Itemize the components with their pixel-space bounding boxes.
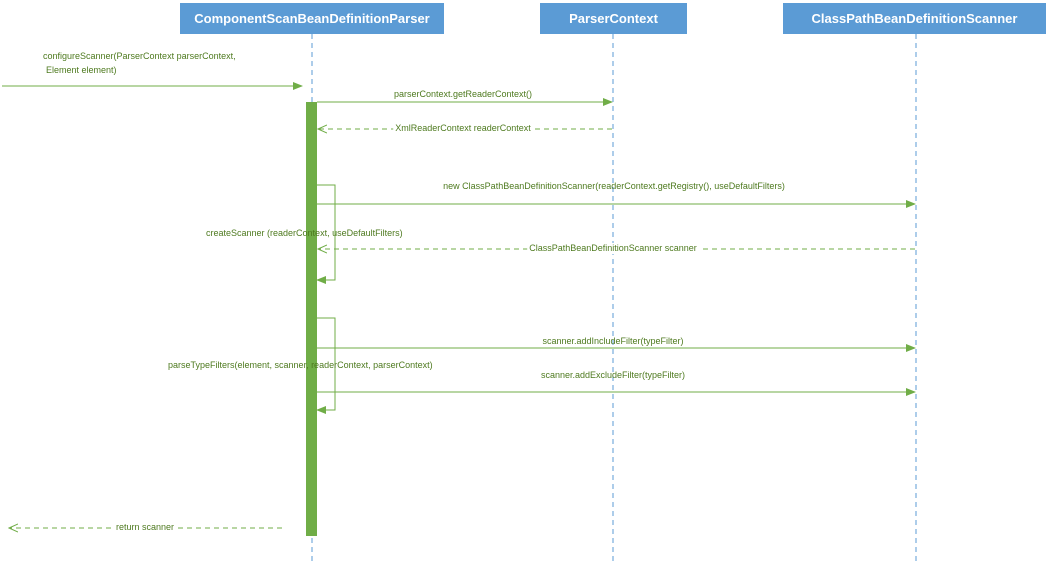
label-new-scanner: new ClassPathBeanDefinitionScanner(reade… xyxy=(443,181,785,191)
activation-bar xyxy=(306,102,317,536)
label-reader-context-return: XmlReaderContext readerContext xyxy=(393,123,533,134)
label-configure-scanner-line2: Element element) xyxy=(46,65,117,75)
self-call-create-scanner xyxy=(316,184,336,284)
label-get-reader-context: parserContext.getReaderContext() xyxy=(393,89,533,99)
participant-parser-context: ParserContext xyxy=(540,3,687,34)
label-scanner-return: ClassPathBeanDefinitionScanner scanner xyxy=(527,243,699,254)
label-configure-scanner-line1: configureScanner(ParserContext parserCon… xyxy=(43,51,236,61)
label-create-scanner: createScanner (readerContext, useDefault… xyxy=(206,228,403,238)
participant-classpath-scanner: ClassPathBeanDefinitionScanner xyxy=(783,3,1046,34)
participant-label: ComponentScanBeanDefinitionParser xyxy=(194,11,430,26)
label-add-include-filter: scanner.addIncludeFilter(typeFilter) xyxy=(542,336,684,346)
participant-label: ClassPathBeanDefinitionScanner xyxy=(811,11,1018,26)
participant-component-scan-parser: ComponentScanBeanDefinitionParser xyxy=(180,3,444,34)
label-add-exclude-filter: scanner.addExcludeFilter(typeFilter) xyxy=(540,370,686,380)
label-return-scanner: return scanner xyxy=(113,522,177,533)
self-call-parse-type-filters xyxy=(316,317,336,414)
label-parse-type-filters: parseTypeFilters(element, scanner, reade… xyxy=(168,360,433,370)
participant-label: ParserContext xyxy=(569,11,658,26)
